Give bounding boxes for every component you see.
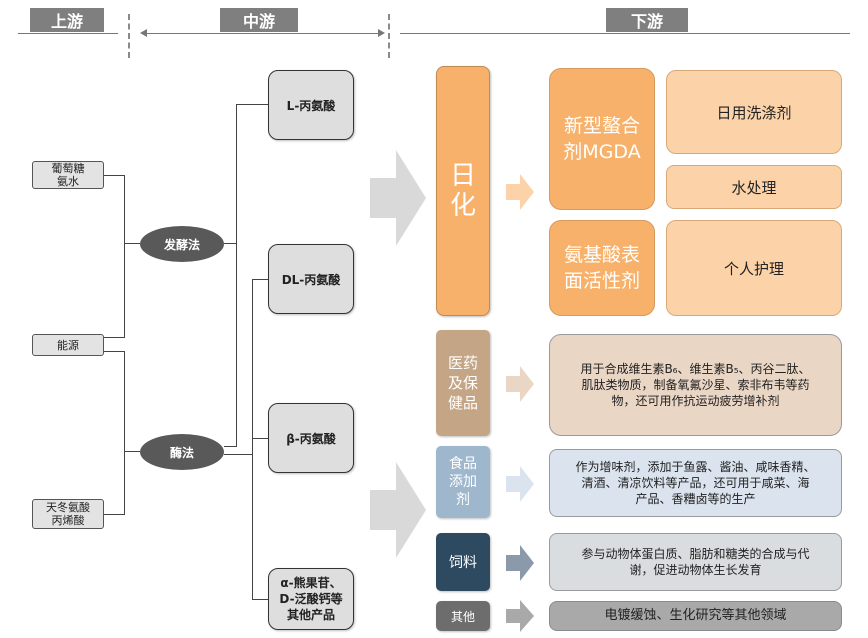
connector-line — [104, 175, 124, 176]
divider-upstream-midstream — [128, 14, 130, 58]
upstream-energy: 能源 — [32, 334, 104, 356]
category-food-additive: 食品 添加 剂 — [436, 446, 490, 518]
header-midstream: 中游 — [220, 8, 298, 32]
connector-line — [252, 438, 268, 439]
connector-line — [252, 599, 268, 600]
header-line-left — [18, 33, 118, 34]
connector-line — [236, 104, 268, 105]
method-fermentation: 发酵法 — [140, 226, 224, 262]
desc-feed: 参与动物体蛋白质、脂肪和糖类的合成与代 谢，促进动物体生长发育 — [549, 533, 842, 591]
node-daily-detergent: 日用洗涤剂 — [666, 70, 842, 154]
connector-line — [124, 243, 140, 244]
arrow-icon — [506, 174, 534, 210]
header-upstream: 上游 — [30, 8, 104, 32]
category-feed: 饲料 — [436, 533, 490, 591]
connector-line — [104, 351, 124, 352]
arrow-icon — [506, 600, 534, 632]
node-water-treatment: 水处理 — [666, 165, 842, 209]
header-line-mid — [146, 33, 378, 34]
connector-line — [252, 279, 268, 280]
product-l-alanine: L-丙氨酸 — [268, 70, 354, 140]
desc-pharma-health: 用于合成维生素B₆、维生素B₅、丙谷二肽、 肌肽类物质，制备氧氟沙星、索非布韦等… — [549, 334, 842, 436]
method-enzyme: 酶法 — [140, 434, 224, 470]
node-mgda-chelating-agent: 新型螯合 剂MGDA — [549, 68, 655, 210]
product-others: α-熊果苷、 D-泛酸钙等 其他产品 — [268, 568, 354, 630]
desc-other: 电镀缓蚀、生化研究等其他领域 — [549, 601, 842, 631]
connector-line — [104, 514, 124, 515]
node-amino-acid-surfactant: 氨基酸表 面活性剂 — [549, 220, 655, 316]
arrow-icon — [506, 366, 534, 402]
category-pharma-health: 医药 及保 健品 — [436, 330, 490, 436]
product-dl-alanine: DL-丙氨酸 — [268, 244, 354, 314]
header-arrow-mid-left — [140, 29, 147, 37]
upstream-aspartic-acrylic: 天冬氨酸 丙烯酸 — [32, 499, 104, 529]
category-daily-chemicals: 日 化 — [436, 66, 490, 316]
header-arrow-mid-right — [378, 29, 385, 37]
connector-line — [104, 337, 124, 338]
connector-line — [252, 279, 253, 600]
node-personal-care: 个人护理 — [666, 220, 842, 316]
connector-line — [124, 451, 140, 452]
connector-line — [124, 351, 125, 515]
connector-line — [224, 446, 236, 447]
divider-midstream-downstream — [388, 14, 390, 58]
connector-line — [224, 243, 236, 244]
product-beta-alanine: β-丙氨酸 — [268, 403, 354, 473]
connector-line — [236, 104, 237, 447]
arrow-icon — [506, 545, 534, 581]
big-arrow-icon — [370, 462, 426, 558]
category-other: 其他 — [436, 601, 490, 631]
header-line-right — [400, 33, 850, 34]
arrow-icon — [506, 466, 534, 502]
connector-line — [124, 175, 125, 338]
big-arrow-icon — [370, 150, 426, 246]
upstream-glucose-ammonia: 葡萄糖 氨水 — [32, 161, 104, 189]
desc-food-additive: 作为增味剂，添加于鱼露、酱油、咸味香精、 清酒、清凉饮料等产品，还可用于咸菜、海… — [549, 449, 842, 517]
connector-line — [224, 454, 252, 455]
header-downstream: 下游 — [606, 8, 688, 32]
